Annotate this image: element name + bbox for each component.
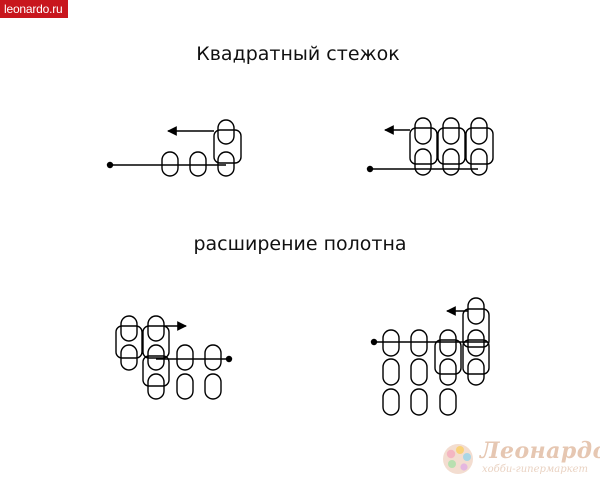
bead — [176, 344, 194, 371]
bead — [414, 117, 432, 145]
bead — [439, 358, 457, 386]
bead — [467, 358, 485, 386]
thread-loop — [434, 339, 462, 375]
bead — [147, 315, 165, 342]
thread-loop — [115, 325, 143, 359]
bead — [217, 151, 235, 177]
bead — [467, 297, 485, 325]
diagram-square-stitch-row — [366, 117, 494, 176]
bead — [204, 373, 222, 400]
heading-square-stitch: Квадратный стежок — [196, 43, 400, 65]
thread-loop — [142, 325, 170, 359]
bead — [470, 148, 488, 176]
bead — [439, 388, 457, 416]
diagram-widening-left — [115, 315, 233, 400]
bead — [410, 358, 428, 386]
site-badge[interactable]: leonardo.ru — [0, 0, 68, 18]
diagram-square-stitch-single — [106, 119, 242, 177]
thread-loop — [462, 308, 490, 348]
heading-fabric-expansion: расширение полотна — [193, 233, 407, 255]
bead — [382, 388, 400, 416]
bead — [442, 148, 460, 176]
leonardo-logo[interactable]: Леонардо хобби-гипермаркет — [440, 437, 600, 481]
bead — [414, 148, 432, 176]
bead — [439, 329, 457, 357]
bead — [204, 344, 222, 371]
logo-tagline: хобби-гипермаркет — [482, 464, 588, 475]
thread-loop — [465, 127, 494, 165]
bead — [410, 388, 428, 416]
bead — [120, 315, 138, 342]
bead — [189, 151, 207, 177]
bead — [410, 329, 428, 357]
bead — [467, 329, 485, 357]
bead — [161, 151, 179, 177]
bead — [176, 373, 194, 400]
thread-loop — [142, 355, 170, 387]
bead — [442, 117, 460, 145]
palette-icon — [443, 444, 473, 474]
thread-loop — [462, 339, 490, 375]
thread-loop — [409, 127, 438, 165]
bead — [382, 358, 400, 386]
bead — [470, 117, 488, 145]
bead — [382, 329, 400, 357]
diagram-widening-right — [370, 297, 490, 416]
logo-wordmark: Леонардо — [480, 438, 600, 464]
thread-loop — [437, 127, 466, 165]
bead — [217, 119, 235, 145]
thread-loop — [213, 129, 242, 164]
